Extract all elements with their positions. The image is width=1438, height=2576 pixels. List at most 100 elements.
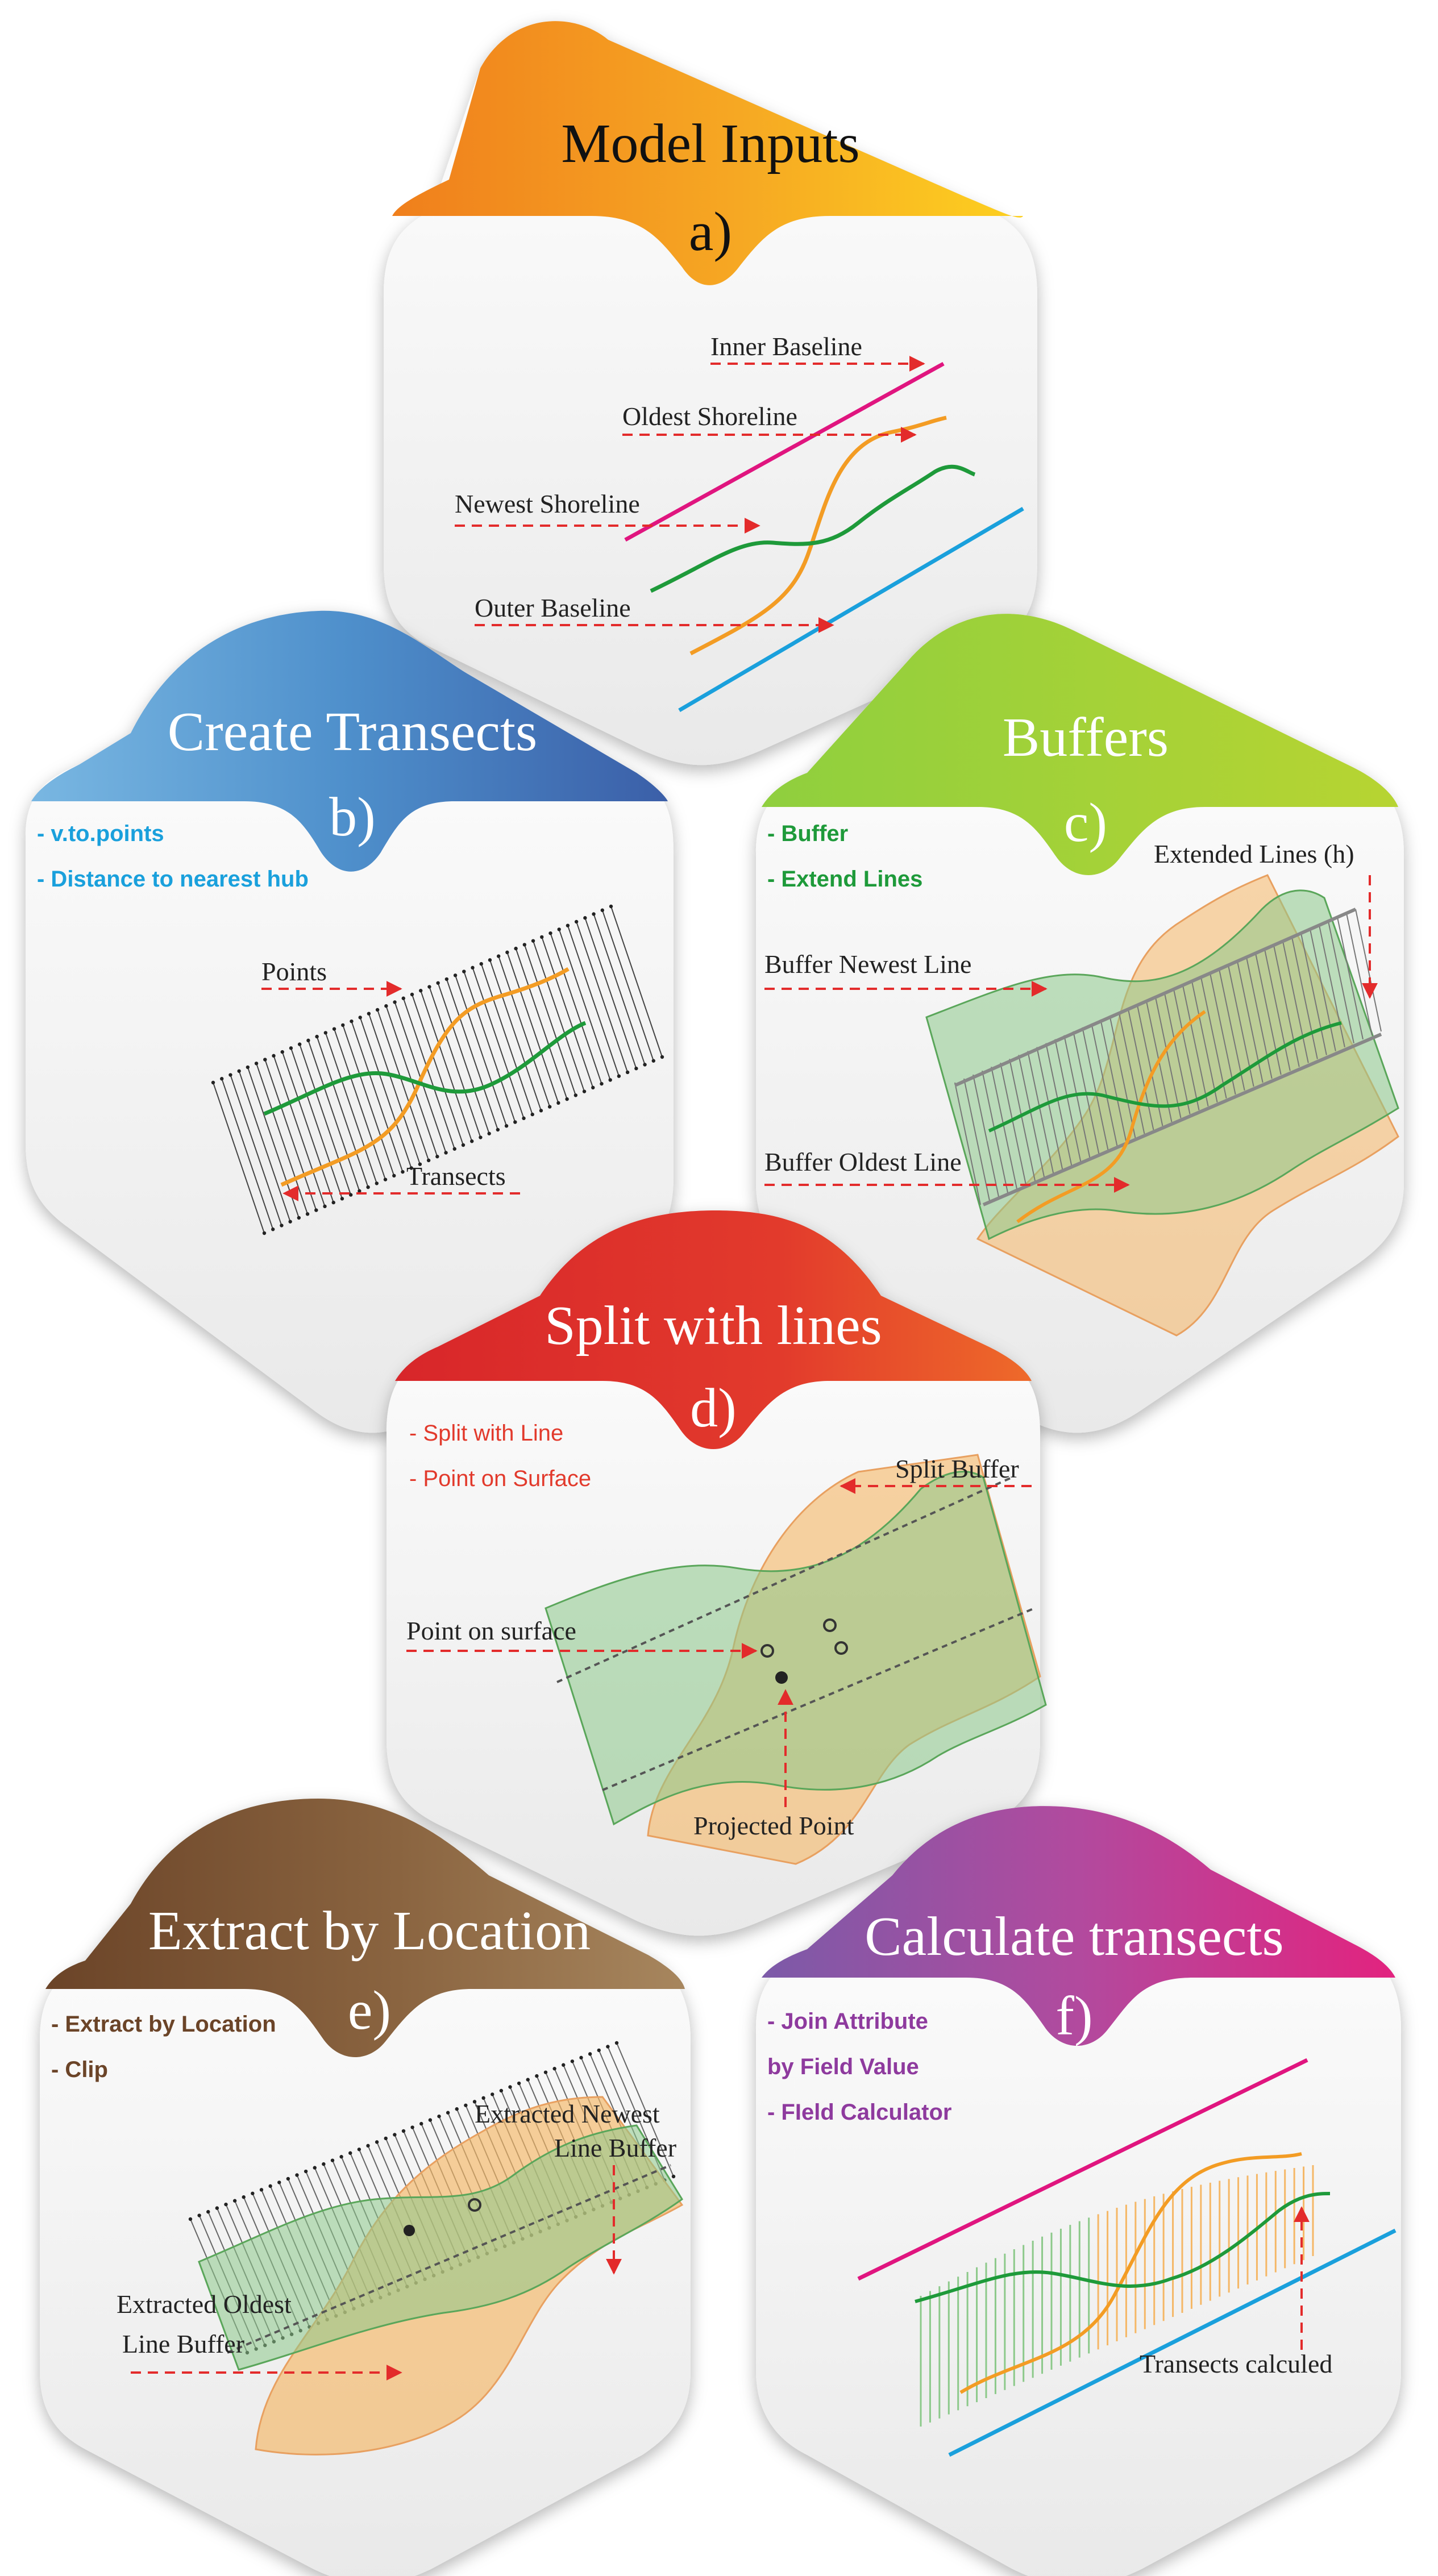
- transect-point: [452, 1147, 456, 1151]
- panel-b-tool-1: - v.to.points: [37, 821, 164, 846]
- newest-shoreline-b: [263, 1021, 587, 1116]
- transect-point: [304, 2169, 308, 2174]
- transect-point: [306, 1038, 310, 1043]
- label-oldest-shoreline: Oldest Shoreline: [622, 402, 797, 431]
- transect-point: [453, 973, 458, 977]
- transect-line: [601, 910, 654, 1062]
- newest-shoreline-f: [915, 2192, 1331, 2303]
- transect-point: [315, 1034, 319, 1039]
- transect-point: [410, 992, 414, 997]
- transect-point: [472, 2100, 477, 2104]
- transect-line: [472, 967, 525, 1119]
- transect-point: [573, 1093, 578, 1097]
- transect-point: [232, 2199, 237, 2203]
- transect-point: [313, 2166, 317, 2170]
- panel-a-letter: a): [689, 201, 732, 263]
- transect-line: [446, 979, 498, 1130]
- panel-d-tool-2: - Point on Surface: [409, 1466, 591, 1491]
- transect-line: [299, 1044, 352, 1195]
- transect-point: [444, 1151, 448, 1155]
- transect-line: [281, 1051, 334, 1203]
- transect-line: [1182, 984, 1209, 1106]
- transect-line: [1027, 1051, 1054, 1173]
- transect-point: [574, 919, 579, 924]
- transect-line: [982, 1070, 1009, 1193]
- transect-point: [259, 2188, 264, 2192]
- transect-point: [543, 2070, 548, 2074]
- transect-line: [1154, 996, 1182, 1118]
- panel-f-title: Calculate transects: [865, 1906, 1283, 1967]
- panel-e-tool-2: - Clip: [51, 2057, 108, 2082]
- transect-point: [471, 966, 475, 970]
- transect-point: [437, 2114, 441, 2119]
- transect-point: [384, 1004, 388, 1008]
- transect-point: [557, 927, 561, 931]
- label-extracted-oldest-1: Extracted Oldest: [117, 2290, 292, 2319]
- transect-point: [251, 2191, 255, 2195]
- transect-point: [242, 2195, 246, 2199]
- transect-line: [1254, 952, 1282, 1075]
- point-on-surface-3: [834, 1641, 848, 1655]
- transect-line: [334, 1029, 386, 1180]
- label-extended-lines: Extended Lines (h): [1154, 839, 1354, 868]
- transect-point: [350, 1019, 354, 1023]
- transect-line: [1264, 948, 1291, 1071]
- transect-point: [393, 2133, 397, 2137]
- extracted-newest-buffer: [198, 2124, 684, 2371]
- transect-point: [305, 1212, 310, 1216]
- panel-f-body: [756, 1806, 1401, 2576]
- point-on-surface-1: [760, 1644, 774, 1658]
- panel-b-tool-2: - Distance to nearest hub: [37, 867, 309, 892]
- transect-line: [1345, 913, 1373, 1036]
- transect-line: [558, 929, 611, 1080]
- transect-line: [1127, 1008, 1154, 1130]
- transect-point: [188, 2217, 193, 2221]
- label-split-buffer: Split Buffer: [895, 1454, 1019, 1483]
- transect-point: [634, 1067, 638, 1071]
- panel-b-title: Create Transects: [168, 701, 538, 763]
- transect-point: [530, 1112, 534, 1117]
- transect-point: [419, 989, 423, 993]
- transect-point: [419, 2121, 423, 2126]
- transect-line: [480, 963, 533, 1115]
- label-buffer-oldest: Buffer Oldest Line: [764, 1147, 962, 1176]
- transect-point: [579, 2055, 583, 2060]
- transect-point: [277, 2180, 281, 2184]
- transect-line: [515, 948, 568, 1100]
- inner-baseline-line: [624, 361, 945, 542]
- transect-line: [533, 940, 585, 1092]
- transect-point: [366, 2144, 370, 2148]
- transect-line: [290, 1048, 343, 1199]
- extended-line-lower: [982, 1033, 1382, 1206]
- panel-a-title: Model Inputs: [561, 113, 859, 174]
- transect-line: [963, 1078, 991, 1201]
- split-line-lower: [602, 1607, 1035, 1791]
- panel-c-buffers: Buffers c) - Buffer - Extend Lines Exten…: [756, 614, 1404, 1433]
- transect-line: [316, 1036, 369, 1188]
- transect-point: [262, 1231, 267, 1235]
- transect-point: [526, 2078, 530, 2082]
- transect-line: [377, 1009, 430, 1161]
- transect-line: [1209, 972, 1236, 1095]
- transect-point: [481, 2096, 485, 2100]
- transect-point: [522, 1116, 526, 1121]
- transect-line: [273, 1055, 326, 1207]
- transect-point: [548, 931, 552, 935]
- transect-point: [206, 2209, 210, 2214]
- panel-e-tool-1: - Extract by Location: [51, 2012, 276, 2037]
- panel-b-header-band: [31, 610, 668, 872]
- transect-point: [508, 2085, 512, 2089]
- transect-point: [297, 1042, 302, 1046]
- transect-point: [375, 1181, 379, 1185]
- transect-point: [614, 2041, 619, 2045]
- transect-point: [348, 2151, 352, 2155]
- label-outer-baseline: Outer Baseline: [475, 593, 631, 622]
- transect-point: [583, 916, 587, 920]
- transect-line: [1300, 933, 1327, 1055]
- panel-c-header-band: [762, 614, 1398, 875]
- transect-line: [238, 1071, 291, 1222]
- transect-line: [325, 1033, 377, 1184]
- transect-point: [531, 939, 535, 943]
- panel-d-title: Split with lines: [545, 1295, 882, 1356]
- transect-point: [280, 1050, 284, 1054]
